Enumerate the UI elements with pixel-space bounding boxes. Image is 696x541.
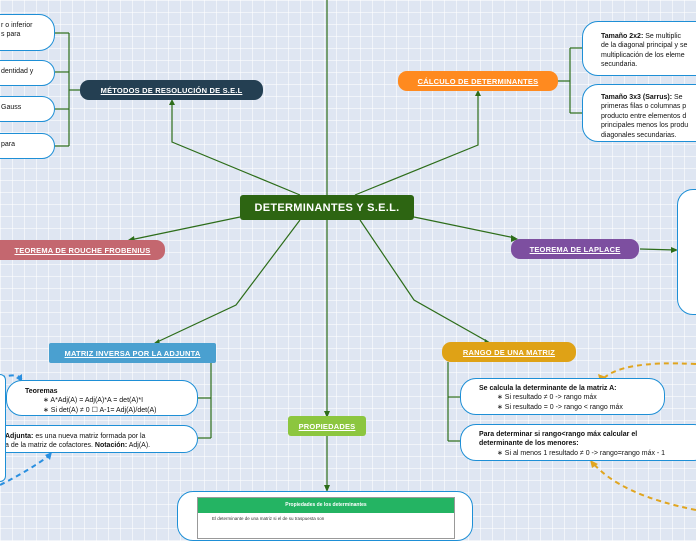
branch-rouche[interactable]: TEOREMA DE ROUCHE FROBENIUS: [0, 240, 165, 260]
inversa-adjunta[interactable]: Adjunta: es una nueva matriz formada por…: [0, 425, 198, 453]
laplace-box[interactable]: [677, 189, 696, 315]
metodos-item-4[interactable]: para: [0, 133, 55, 159]
metodos-item-2[interactable]: dentidad y: [0, 60, 55, 86]
propiedades-table-header: Propiedades de los determinantes: [198, 498, 454, 513]
propiedades-table: Propiedades de los determinantes El dete…: [197, 497, 455, 539]
branch-laplace[interactable]: TEOREMA DE LAPLACE: [511, 239, 639, 259]
branch-metodos[interactable]: MÉTODOS DE RESOLUCIÓN DE S.E.L: [80, 80, 263, 100]
branch-inversa[interactable]: MATRIZ INVERSA POR LA ADJUNTA: [49, 343, 216, 363]
metodos-item-3[interactable]: Gauss: [0, 96, 55, 122]
inversa-left-box[interactable]: [0, 374, 6, 482]
inversa-teoremas[interactable]: Teoremas ∗ A*Adj(A) = Adj(A)*A = det(A)*…: [6, 380, 198, 416]
central-node[interactable]: DETERMINANTES Y S.E.L.: [240, 195, 414, 220]
branch-calculo[interactable]: CÁLCULO DE DETERMINANTES: [398, 71, 558, 91]
rango-calculo[interactable]: Se calcula la determinante de la matriz …: [460, 378, 665, 415]
calculo-item-2x2[interactable]: Tamaño 2x2: Se multiplic de la diagonal …: [582, 21, 696, 76]
branch-rango[interactable]: RANGO DE UNA MATRIZ: [442, 342, 576, 362]
calculo-item-3x3[interactable]: Tamaño 3x3 (Sarrus): Se primeras filas o…: [582, 84, 696, 142]
rango-determinar[interactable]: Para determinar si rango<rango máx calcu…: [460, 424, 696, 461]
propiedades-table-row: El determinante de una matriz si el de s…: [212, 516, 325, 521]
branch-propiedades[interactable]: PROPIEDADES: [288, 416, 366, 436]
